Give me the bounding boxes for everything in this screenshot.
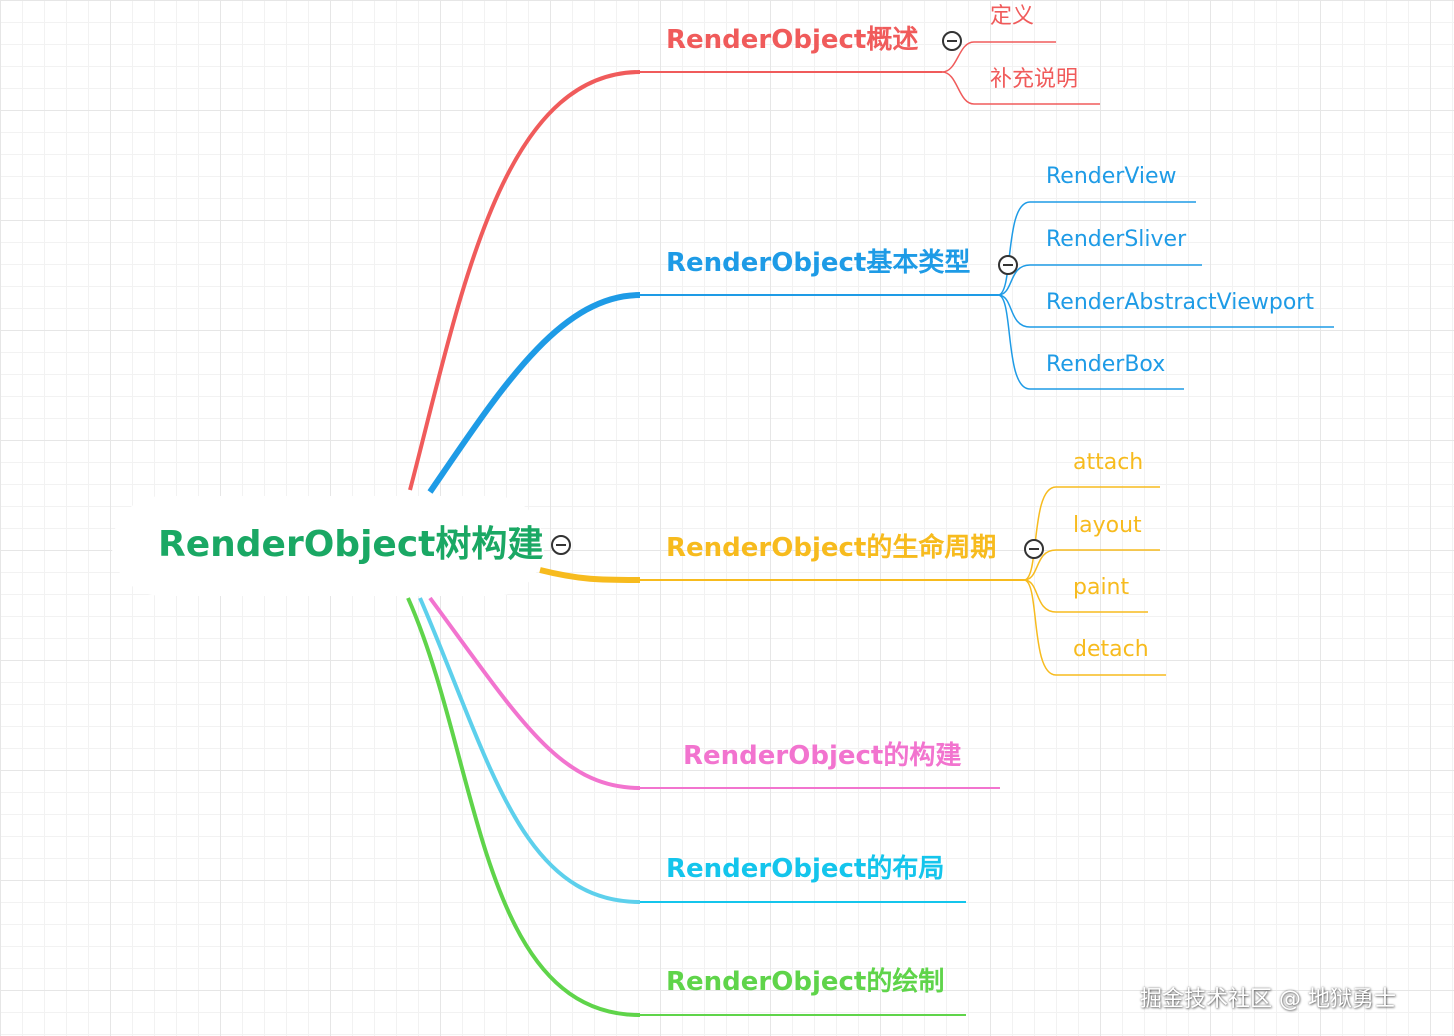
leaf-lifecycle-3[interactable]: paint	[1073, 575, 1130, 600]
connector-lifecycle-child-3	[1023, 579, 1057, 613]
connector-basic-types	[427, 292, 641, 494]
connector-lifecycle	[539, 567, 641, 583]
collapse-icon-root[interactable]	[551, 535, 571, 555]
connector-basic-types-child-3	[997, 294, 1031, 328]
branch-construction-label[interactable]: RenderObject的构建	[683, 741, 962, 771]
leaf-basic-types-3[interactable]: RenderAbstractViewport	[1046, 290, 1314, 315]
root-node-label: RenderObject树构建	[158, 524, 544, 565]
connector-lifecycle-child-2	[1023, 549, 1057, 581]
connector-painting	[406, 597, 641, 1017]
collapse-icon-lifecycle[interactable]	[1024, 539, 1044, 559]
leaf-overview-1[interactable]: 定义	[990, 4, 1035, 29]
branch-painting-label[interactable]: RenderObject的绘制	[666, 967, 945, 997]
leaf-lifecycle-2[interactable]: layout	[1073, 513, 1142, 538]
connector-layout	[418, 597, 641, 904]
connector-lifecycle-child-4	[1023, 579, 1057, 676]
watermark-text: 掘金技术社区 @ 地狱勇士	[1140, 987, 1396, 1012]
leaf-lifecycle-4[interactable]: detach	[1073, 637, 1149, 662]
leaf-overview-2[interactable]: 补充说明	[990, 67, 1079, 92]
leaf-lifecycle-1[interactable]: attach	[1073, 450, 1144, 475]
connector-basic-types-child-4	[997, 294, 1031, 390]
branch-overview-label[interactable]: RenderObject概述	[666, 25, 919, 55]
connector-lifecycle-child-1	[1023, 486, 1057, 581]
root-node-bubble[interactable]	[112, 496, 544, 596]
collapse-icon-basic-types[interactable]	[998, 255, 1018, 275]
connector-overview-child-1	[941, 41, 975, 73]
branch-basic-types-label[interactable]: RenderObject基本类型	[666, 248, 971, 278]
connector-overview	[408, 70, 641, 491]
branch-layout-label[interactable]: RenderObject的布局	[666, 854, 945, 884]
branch-lifecycle-label[interactable]: RenderObject的生命周期	[666, 533, 997, 563]
connector-basic-types-child-2	[997, 264, 1031, 296]
collapse-icon-overview[interactable]	[942, 31, 962, 51]
leaf-basic-types-4[interactable]: RenderBox	[1046, 352, 1166, 377]
leaf-basic-types-2[interactable]: RenderSliver	[1046, 227, 1187, 252]
connector-basic-types-child-1	[997, 201, 1031, 296]
leaf-basic-types-1[interactable]: RenderView	[1046, 164, 1177, 189]
connector-overview-child-2	[941, 71, 975, 105]
connector-construction	[428, 596, 641, 790]
